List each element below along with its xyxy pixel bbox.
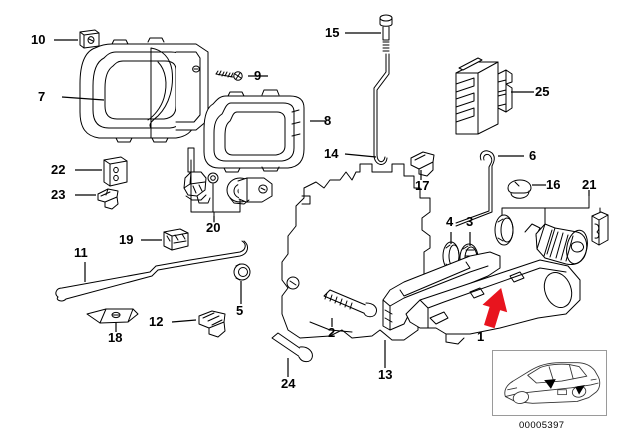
callout-11: 11	[74, 245, 88, 260]
part-10-clip	[79, 29, 100, 49]
part-6-operating-rod	[455, 150, 495, 227]
part-11-connecting-rod	[55, 240, 248, 302]
callout-4: 4	[446, 214, 454, 229]
part-20-lock-cylinder-set	[183, 147, 273, 205]
vehicle-inset-box	[492, 350, 607, 416]
callout-17: 17	[415, 178, 430, 193]
part-14-lock-rod	[373, 53, 390, 165]
callout-20: 20	[206, 220, 221, 235]
leader-7	[61, 96, 105, 101]
part-8-cover-frame	[203, 89, 305, 173]
callout-5: 5	[236, 303, 244, 318]
callout-23: 23	[51, 187, 66, 202]
part-7-inside-handle-trim	[79, 37, 209, 143]
part-21-clamp	[591, 211, 609, 246]
rear-door-marker	[575, 384, 585, 395]
callout-12: 12	[149, 314, 164, 329]
callout-25: 25	[535, 84, 550, 99]
callout-18: 18	[108, 330, 123, 345]
callout-1: 1	[477, 329, 485, 344]
highlight-arrow-part-1	[482, 287, 508, 329]
callout-14: 14	[324, 146, 339, 161]
part-19-clip	[163, 228, 189, 251]
callout-13: 13	[378, 367, 393, 382]
part-18-clip	[86, 308, 139, 324]
callout-8: 8	[324, 113, 332, 128]
part-16-cap	[507, 179, 532, 199]
ring-part-right	[494, 214, 514, 246]
callout-6: 6	[529, 148, 537, 163]
callout-24: 24	[281, 376, 296, 391]
part-15-lock-knob	[379, 14, 393, 52]
part-24-rivet	[271, 332, 313, 363]
callout-7: 7	[38, 89, 46, 104]
lock-cylinder-part	[524, 223, 588, 265]
leader-12	[171, 319, 197, 323]
leader-14	[344, 153, 377, 158]
diagram-id-caption: 00005397	[519, 420, 565, 431]
callout-15: 15	[325, 25, 340, 40]
vehicle-illustration	[504, 362, 601, 404]
callout-21: 21	[582, 177, 597, 192]
part-22-bracket	[103, 156, 128, 187]
front-door-marker	[544, 379, 556, 389]
part-2-screw	[323, 289, 377, 318]
callout-9: 9	[254, 68, 262, 83]
callout-10: 10	[31, 32, 46, 47]
callout-2: 2	[328, 325, 336, 340]
callout-19: 19	[119, 232, 134, 247]
leader-lines	[54, 32, 590, 377]
callout-3: 3	[466, 214, 474, 229]
callout-22: 22	[51, 162, 66, 177]
part-9-screw	[215, 70, 243, 81]
part-5-grommet	[233, 263, 251, 281]
part-12-clip	[198, 310, 226, 338]
part-25-connector-housing	[455, 57, 513, 135]
part-23-clip	[97, 188, 119, 210]
callout-16: 16	[546, 177, 561, 192]
part-17-clip	[410, 151, 435, 177]
